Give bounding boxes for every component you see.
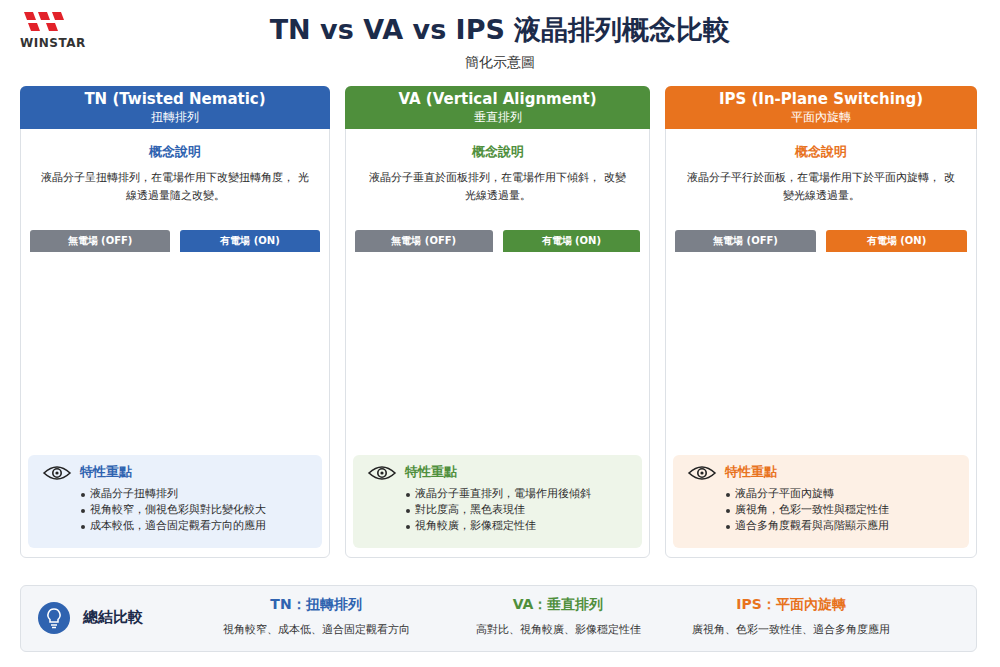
type-name: VA (Vertical Alignment) [398, 90, 596, 110]
bullet-dot [726, 493, 730, 497]
state-tab: 無電場 (OFF) [355, 230, 493, 252]
state-tab: 無電場 (OFF) [675, 230, 816, 252]
type-subtitle: 垂直排列 [474, 110, 522, 125]
bullet-dot [406, 509, 410, 513]
state-label: 有電場 (ON) [826, 230, 967, 252]
state-label: 無電場 (OFF) [355, 230, 493, 252]
feature-box: 特性重點液晶分子扭轉排列視角較窄，側視色彩與對比變化較大成本較低，適合固定觀看方… [28, 455, 322, 548]
column-panel: 概念說明液晶分子平行於面板，在電場作用下於平面內旋轉， 改變光線透過量。 IPS … [665, 86, 977, 558]
feature-bullet: 液晶分子平面內旋轉 [725, 486, 959, 502]
logo-text: WINSTAR [20, 36, 100, 50]
bullet-dot [81, 525, 85, 529]
type-name: TN (Twisted Nematic) [84, 90, 265, 110]
state-label: 有電場 (ON) [180, 230, 320, 252]
state-label: 無電場 (OFF) [30, 230, 170, 252]
concept-text: 液晶分子呈扭轉排列，在電場作用下改變扭轉角度， 光線透過量隨之改變。 [35, 169, 315, 204]
summary-text: 高對比、視角較廣、影像穩定性佳 [448, 622, 668, 637]
state-label: 無電場 (OFF) [675, 230, 816, 252]
feature-bullet: 液晶分子扭轉排列 [80, 486, 312, 502]
feature-bullet: 成本較低，適合固定觀看方向的應用 [80, 518, 312, 534]
page-title: TN vs VA vs IPS 液晶排列概念比較 [0, 12, 1000, 48]
bulb-icon [37, 601, 71, 635]
state-label: 有電場 (ON) [503, 230, 641, 252]
summary-text: 廣視角、色彩一致性佳、適合多角度應用 [676, 622, 906, 637]
feature-bullet: 視角較廣，影像穩定性佳 [405, 518, 632, 534]
bullet-dot [726, 525, 730, 529]
feature-bullet: 廣視角，色彩一致性與穩定性佳 [725, 502, 959, 518]
state-tab: 有電場 (ON) [180, 230, 320, 252]
summary-type: IPS：平面內旋轉 [676, 596, 906, 614]
subtitle: 簡化示意圖 [0, 54, 1000, 72]
type-subtitle: 平面內旋轉 [791, 110, 851, 125]
summary-heading: 總結比較 [83, 608, 143, 627]
state-tab: 無電場 (OFF) [30, 230, 170, 252]
column-panel: 概念說明液晶分子垂直於面板排列，在電場作用下傾斜， 改變光線透過量。 VA (Ve… [345, 86, 650, 558]
eye-icon [367, 463, 397, 483]
feature-heading: 特性重點 [725, 463, 959, 481]
state-tab: 有電場 (ON) [826, 230, 967, 252]
header-band: IPS (In-Plane Switching)平面內旋轉 [665, 86, 977, 129]
feature-bullet: 視角較窄，側視色彩與對比變化較大 [80, 502, 312, 518]
bullet-dot [406, 525, 410, 529]
header-band: TN (Twisted Nematic)扭轉排列 [20, 86, 330, 129]
header-band: VA (Vertical Alignment)垂直排列 [345, 86, 650, 129]
summary-bar: 總結比較 TN：扭轉排列視角較窄、成本低、適合固定觀看方向 VA：垂直排列高對比、視… [20, 585, 977, 652]
concept-text: 液晶分子平行於面板，在電場作用下於平面內旋轉， 改變光線透過量。 [680, 169, 962, 204]
eye-icon [687, 463, 717, 483]
bullet-dot [726, 509, 730, 513]
feature-bullet: 對比度高，黑色表現佳 [405, 502, 632, 518]
bullet-dot [81, 509, 85, 513]
summary-type: TN：扭轉排列 [196, 596, 436, 614]
type-subtitle: 扭轉排列 [151, 110, 199, 125]
concept-heading: 概念說明 [680, 143, 962, 161]
concept-text: 液晶分子垂直於面板排列，在電場作用下傾斜， 改變光線透過量。 [360, 169, 635, 204]
bullet-dot [406, 493, 410, 497]
column-panel: 概念說明液晶分子呈扭轉排列，在電場作用下改變扭轉角度， 光線透過量隨之改變。 TN… [20, 86, 330, 558]
summary-text: 視角較窄、成本低、適合固定觀看方向 [196, 622, 436, 637]
feature-bullet: 適合多角度觀看與高階顯示應用 [725, 518, 959, 534]
type-name: IPS (In-Plane Switching) [719, 90, 923, 110]
feature-bullet: 液晶分子垂直排列，電場作用後傾斜 [405, 486, 632, 502]
state-tab: 有電場 (ON) [503, 230, 641, 252]
concept-heading: 概念說明 [360, 143, 635, 161]
feature-box: 特性重點液晶分子垂直排列，電場作用後傾斜對比度高，黑色表現佳視角較廣，影像穩定性… [353, 455, 642, 548]
concept-heading: 概念說明 [35, 143, 315, 161]
feature-heading: 特性重點 [405, 463, 632, 481]
logo-icon [24, 12, 64, 31]
bullet-dot [81, 493, 85, 497]
feature-box: 特性重點液晶分子平面內旋轉廣視角，色彩一致性與穩定性佳適合多角度觀看與高階顯示應… [673, 455, 969, 548]
eye-icon [42, 463, 72, 483]
summary-type: VA：垂直排列 [448, 596, 668, 614]
feature-heading: 特性重點 [80, 463, 312, 481]
